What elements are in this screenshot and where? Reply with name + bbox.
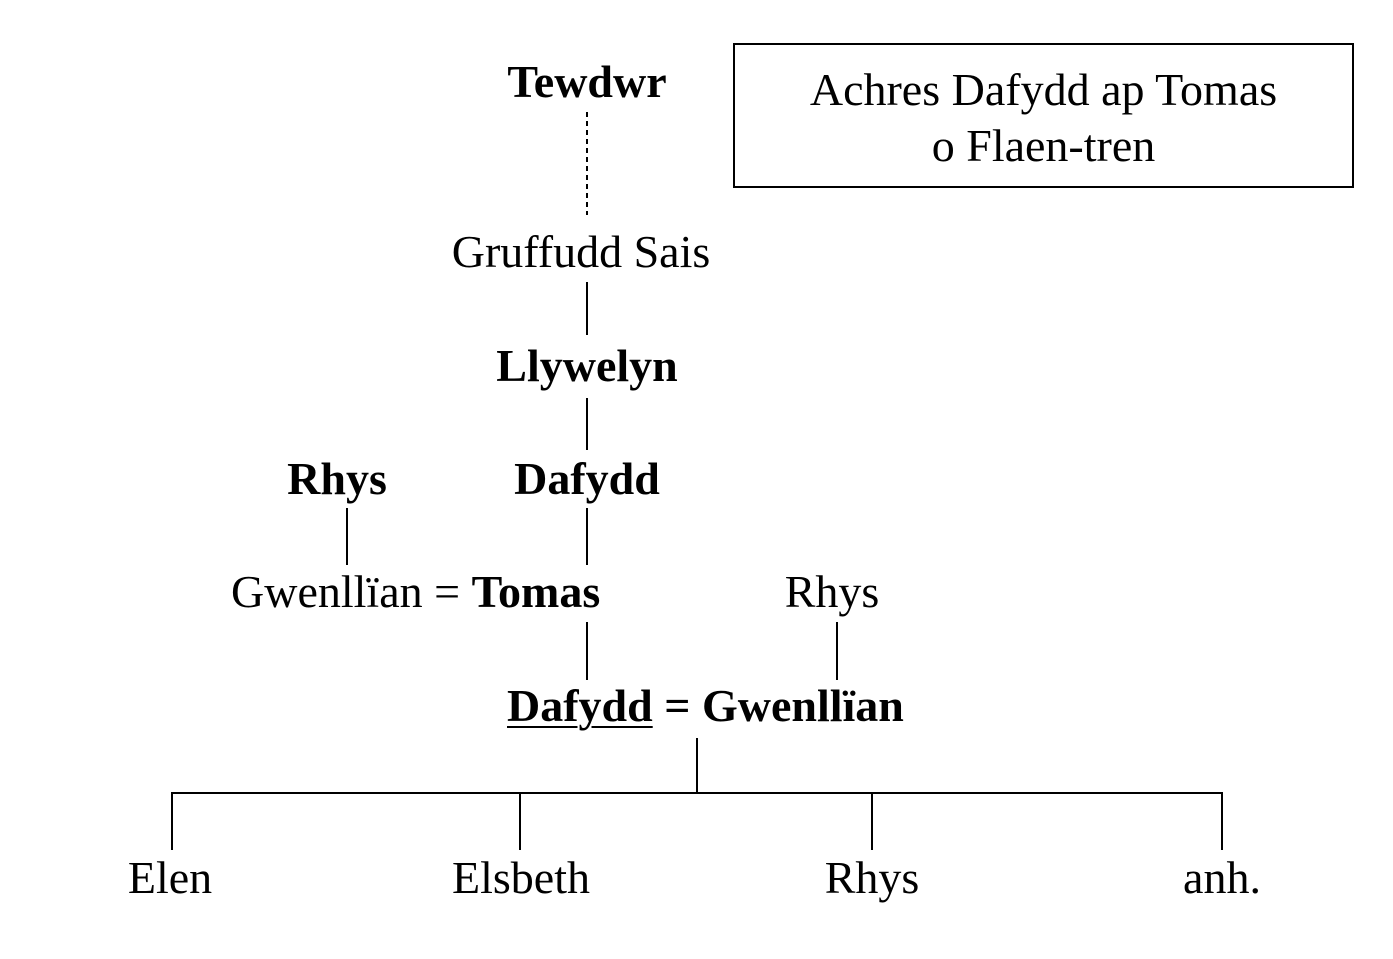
person-gruffudd-sais: Gruffudd Sais [451, 226, 711, 277]
child-rhys: Rhys [824, 852, 920, 903]
title-box: Achres Dafydd ap Tomas o Flaen-tren [733, 43, 1354, 188]
title-line-2: o Flaen-tren [931, 120, 1156, 171]
person-llywelyn: Llywelyn [496, 340, 678, 391]
child-elsbeth: Elsbeth [452, 852, 590, 903]
marriage-tomas: Gwenllïan = Tomas [231, 569, 600, 615]
marriage-dafydd: Dafydd = Gwenllïan [507, 683, 904, 729]
person-rhys-1: Rhys [287, 453, 387, 504]
person-rhys-2: Rhys [784, 566, 880, 617]
person-tewdwr: Tewdwr [507, 56, 667, 107]
person-gwenllian-1: Gwenllïan [231, 566, 423, 617]
marriage-sign: = [664, 680, 691, 731]
person-dafydd: Dafydd [514, 453, 660, 504]
title-line-1: Achres Dafydd ap Tomas [809, 64, 1278, 115]
person-gwenllian-2: Gwenllïan [701, 680, 904, 731]
person-tomas: Tomas [471, 566, 601, 617]
child-unnamed: anh. [1183, 852, 1261, 903]
marriage-sign: = [434, 566, 461, 617]
person-dafydd-subject: Dafydd [507, 680, 653, 731]
child-elen: Elen [127, 852, 213, 903]
